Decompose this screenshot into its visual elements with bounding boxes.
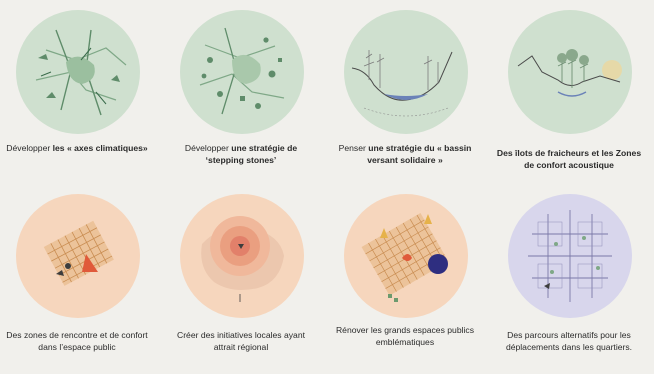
caption-bassin-versant: Penser une stratégie du « bassin versant… (338, 143, 472, 165)
meeting-zones-map-icon (16, 194, 140, 318)
panel-parcours-alternatifs: Des parcours alternatifs pour les déplac… (494, 194, 644, 374)
panel-ilots-fraicheur: Des îlots de fraicheurs et les Zones de … (494, 10, 644, 190)
panel-grands-espaces: Rénover les grands espaces publics emblé… (330, 194, 480, 374)
public-spaces-map-icon (344, 194, 468, 318)
panel-stepping-stones: Développer une stratégie de ‘stepping st… (166, 10, 316, 190)
alternative-routes-map-icon (508, 194, 632, 318)
regional-radiance-map-icon (180, 194, 304, 318)
panel-axes-climatiques: Développer les « axes climatiques» (2, 10, 152, 190)
caption-zones-rencontre: Des zones de rencontre et de confort dan… (6, 330, 148, 352)
watershed-section-icon (344, 10, 468, 134)
stepping-stones-map-icon (180, 10, 304, 134)
cool-island-section-icon (508, 10, 632, 134)
caption-initiatives-locales: Créer des initiatives locales ayant attr… (176, 330, 305, 352)
caption-parcours-alternatifs: Des parcours alternatifs pour les déplac… (505, 330, 633, 352)
green-network-map-icon (16, 10, 140, 134)
panel-initiatives-locales: Créer des initiatives locales ayant attr… (166, 194, 316, 374)
caption-stepping-stones: Développer une stratégie de ‘stepping st… (184, 143, 298, 165)
caption-grands-espaces: Rénover les grands espaces publics emblé… (335, 325, 475, 347)
caption-ilots-fraicheur: Des îlots de fraicheurs et les Zones de … (496, 148, 642, 170)
panel-zones-rencontre: Des zones de rencontre et de confort dan… (2, 194, 152, 374)
panel-bassin-versant: Penser une stratégie du « bassin versant… (330, 10, 480, 190)
caption-axes-climatiques: Développer les « axes climatiques» (6, 143, 148, 153)
